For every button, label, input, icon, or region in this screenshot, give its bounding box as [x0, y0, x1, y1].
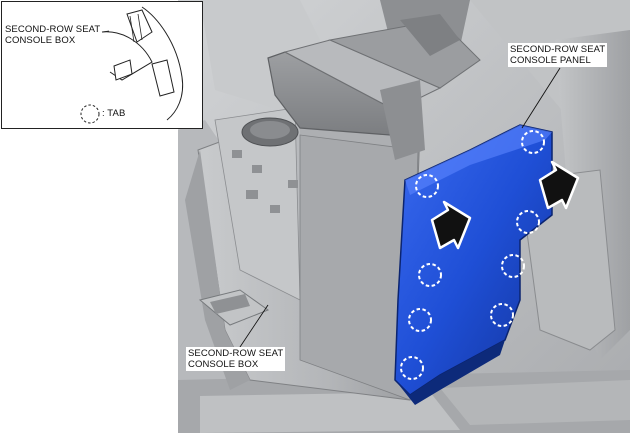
console-rear-wall [380, 80, 425, 160]
console-panel [394, 124, 553, 405]
console-box-label: SECOND-ROW SEAT CONSOLE BOX [186, 347, 286, 371]
removal-arrows [430, 160, 580, 250]
tab-legend-icon [80, 104, 100, 124]
console-body [185, 107, 421, 401]
tab-marker [490, 303, 514, 327]
tab-marker [415, 174, 439, 198]
floor-bracket [198, 289, 270, 326]
tab-marker [418, 263, 442, 287]
tab-marker [516, 210, 540, 234]
leader-lines [237, 67, 561, 351]
tab-marker [408, 308, 432, 332]
console-panel-label: SECOND-ROW SEAT CONSOLE PANEL [508, 43, 608, 67]
pull-arrow-left [430, 200, 472, 250]
inset-console-box-label: SECOND-ROW SEAT CONSOLE BOX [5, 24, 101, 46]
tab-marker [501, 254, 525, 278]
pull-arrow-right [538, 160, 580, 210]
tab-marker [521, 130, 545, 154]
tab-markers [400, 130, 545, 380]
inset-console-sketch [80, 6, 184, 124]
inset-detail-box: SECOND-ROW SEAT CONSOLE BOX : TAB [1, 1, 203, 129]
tab-marker [400, 356, 424, 380]
tab-legend-label: : TAB [102, 108, 126, 119]
